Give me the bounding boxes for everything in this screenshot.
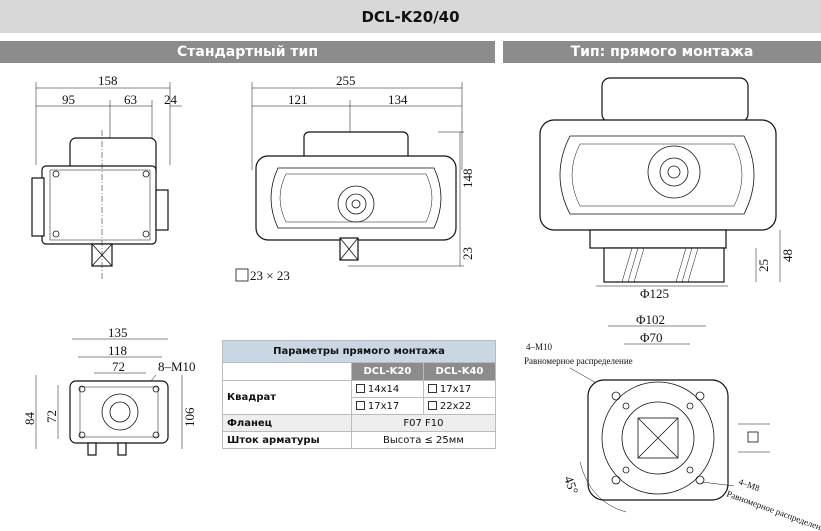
params-row-flange-value: F07 F10	[350, 414, 497, 432]
section-header-direct: Тип: прямого монтажа	[503, 41, 821, 63]
params-row-stem-label: Шток арматуры	[222, 431, 352, 449]
dim-direct-d1: Φ102	[636, 312, 665, 327]
page-title: DCL-K20/40	[0, 0, 821, 33]
dim-direct-h1: 48	[780, 249, 795, 262]
dim-direct-d2: Φ70	[640, 330, 663, 345]
dim-side-left: 95	[62, 92, 75, 107]
label-bolts1: 4–M10	[526, 342, 553, 352]
dim-bottom-h3: 106	[182, 407, 197, 427]
front-view-drawing: 255 121 134 148 23 23 × 23	[235, 73, 475, 283]
params-row-stem-value: Высота ≤ 25мм	[350, 431, 497, 449]
dim-direct-dia: Φ125	[640, 286, 669, 301]
dim-front-height: 148	[460, 169, 475, 189]
params-cell-k20-b: 17x17	[350, 397, 424, 415]
bottom-view-drawing: 135 118 72 8–M10 84 72 106	[22, 325, 197, 456]
dim-side-overall: 158	[98, 73, 118, 88]
dim-bottom-w1: 135	[108, 325, 128, 340]
dim-direct-h2: 25	[756, 259, 771, 272]
label-bolts2: 4–M8	[737, 476, 761, 493]
dim-front-square: 23 × 23	[250, 268, 290, 283]
direct-bottom-view-drawing: Φ102 Φ70 4–M10 Равномерное распределение…	[524, 312, 821, 531]
dim-bottom-h2: 72	[44, 410, 59, 423]
dim-bottom-bolts: 8–M10	[158, 359, 196, 374]
dim-front-overall: 255	[336, 73, 356, 88]
flange-hatch	[621, 247, 699, 283]
dim-bottom-w3: 72	[112, 359, 125, 374]
label-dist2: Равномерное распределение	[725, 488, 821, 531]
label-dist1: Равномерное распределение	[524, 356, 633, 366]
params-cell-k20-a: 14x14	[350, 380, 424, 398]
params-row-flange-label: Фланец	[222, 414, 352, 432]
dim-bottom-h1: 84	[22, 412, 37, 426]
params-table-corner	[222, 362, 352, 381]
params-col-k40: DCL-K40	[422, 362, 497, 381]
label-angle: 45°	[561, 474, 581, 496]
section-header-standard: Стандартный тип	[0, 41, 495, 63]
dim-side-right: 24	[164, 92, 178, 107]
dim-front-shaft: 23	[460, 247, 475, 260]
dim-side-mid: 63	[124, 92, 137, 107]
direct-side-view-drawing: Φ125 48 25	[539, 77, 795, 301]
params-cell-k40-b: 22x22	[422, 397, 497, 415]
params-row-square-label: Квадрат	[222, 380, 352, 415]
side-view-drawing: 158 95 63 24	[31, 73, 182, 280]
params-table-title: Параметры прямого монтажа	[222, 340, 496, 363]
params-cell-k40-a: 17x17	[422, 380, 497, 398]
dim-front-left: 121	[288, 92, 308, 107]
dim-front-right: 134	[388, 92, 408, 107]
direct-mount-params-table: Параметры прямого монтажа DCL-K20 DCL-K4…	[222, 340, 497, 449]
dim-bottom-w2: 118	[108, 343, 127, 358]
params-col-k20: DCL-K20	[350, 362, 424, 381]
